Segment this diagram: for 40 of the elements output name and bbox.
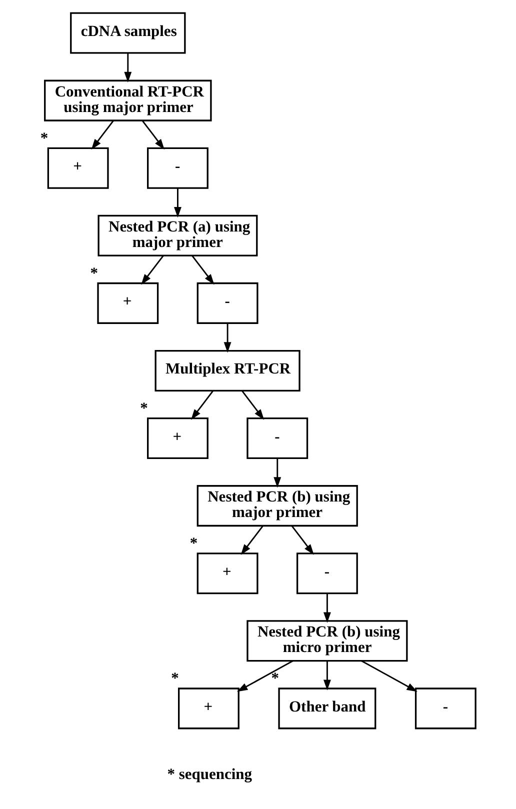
arrow: [291, 525, 314, 555]
node-box: Conventional RT-PCR using major primer: [44, 80, 212, 122]
node-box: -: [147, 147, 208, 189]
node-box: Other band: [278, 688, 376, 730]
node-label: *: [40, 130, 48, 147]
node-box: +: [147, 418, 208, 460]
node-box: -: [246, 418, 308, 460]
node-box: Multiplex RT-PCR: [154, 350, 300, 392]
node-label: *: [190, 535, 198, 552]
node-box: +: [47, 147, 109, 189]
arrow: [323, 660, 331, 690]
arrow: [190, 390, 214, 420]
arrow: [323, 593, 331, 623]
arrow: [124, 53, 132, 83]
arrow: [224, 323, 232, 353]
arrow: [236, 660, 294, 692]
node-box: cDNA samples: [70, 12, 186, 54]
node-box: -: [196, 282, 258, 324]
node-box: Nested PCR (b) using micro primer: [246, 620, 408, 662]
arrow: [274, 458, 282, 488]
node-box: Nested PCR (b) using major primer: [196, 485, 358, 527]
arrow: [192, 255, 214, 285]
node-label: *: [140, 400, 148, 418]
arrow: [240, 525, 264, 555]
arrow: [174, 188, 182, 218]
arrow: [361, 660, 418, 692]
node-label: *: [90, 264, 98, 282]
node-box: Nested PCR (a) using major primer: [98, 214, 258, 256]
node-box: -: [296, 552, 358, 594]
node-box: +: [178, 688, 240, 730]
arrow: [241, 390, 264, 420]
node-box: +: [196, 552, 258, 594]
arrow: [91, 120, 114, 150]
arrow: [141, 255, 164, 285]
node-label: *: [271, 670, 280, 688]
arrow: [142, 120, 164, 150]
node-label: *: [171, 670, 179, 688]
node-box: -: [414, 688, 476, 730]
label: * sequencing: [167, 766, 252, 783]
node-box: +: [97, 282, 159, 324]
